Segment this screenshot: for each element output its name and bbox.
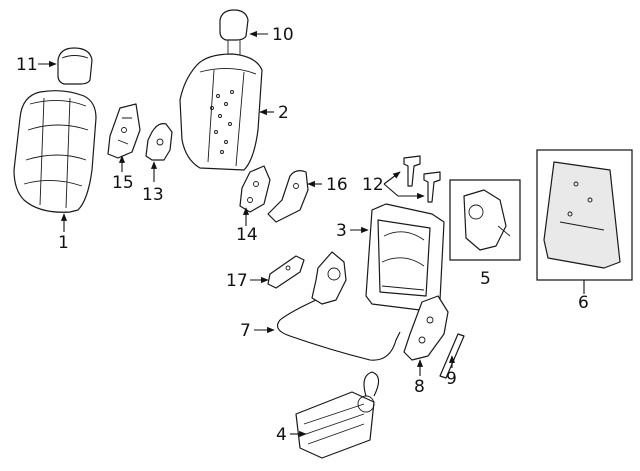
part-headrest-small[interactable] — [57, 47, 93, 85]
callout-9: 9 — [446, 355, 457, 389]
part-bracket-17[interactable] — [267, 255, 305, 289]
callout-7: 7 — [240, 321, 275, 341]
svg-text:1: 1 — [58, 233, 69, 253]
callout-2: 2 — [259, 103, 289, 123]
part-box-6[interactable] — [536, 149, 633, 281]
part-bracket-15[interactable] — [107, 103, 141, 159]
part-seat-back-pad[interactable] — [179, 53, 263, 171]
svg-text:7: 7 — [240, 321, 251, 341]
part-bracket-13[interactable] — [145, 123, 173, 161]
callout-15: 15 — [112, 155, 134, 193]
part-recliner-bracket[interactable] — [403, 295, 449, 361]
part-recliner-cable[interactable] — [277, 251, 401, 361]
svg-text:16: 16 — [326, 175, 348, 195]
callout-11: 11 — [16, 55, 57, 75]
svg-text:3: 3 — [336, 221, 347, 241]
callout-14: 14 — [236, 207, 258, 245]
part-seat-back-frame[interactable] — [365, 203, 445, 311]
svg-text:8: 8 — [414, 377, 425, 397]
part-bracket-16[interactable] — [267, 170, 309, 223]
svg-text:6: 6 — [578, 293, 589, 313]
svg-text:17: 17 — [226, 271, 248, 291]
part-bracket-14[interactable] — [239, 165, 271, 213]
callout-13: 13 — [142, 161, 164, 205]
callout-4: 4 — [276, 425, 307, 445]
svg-text:4: 4 — [276, 425, 287, 445]
callout-5: 5 — [480, 269, 491, 289]
svg-text:5: 5 — [480, 269, 491, 289]
svg-text:12: 12 — [362, 175, 384, 195]
svg-text:9: 9 — [446, 369, 457, 389]
svg-text:14: 14 — [236, 225, 258, 245]
callout-8: 8 — [414, 359, 425, 397]
part-box-5[interactable] — [449, 179, 521, 261]
svg-text:15: 15 — [112, 173, 134, 193]
svg-text:13: 13 — [142, 185, 164, 205]
part-headrest-top[interactable] — [219, 9, 249, 56]
part-guides-12[interactable] — [403, 155, 441, 203]
callout-1: 1 — [58, 213, 69, 253]
callout-16: 16 — [307, 175, 348, 195]
callout-6: 6 — [578, 280, 589, 313]
part-seat-back-cover[interactable] — [13, 90, 97, 213]
callout-12: 12 — [362, 171, 425, 200]
svg-text:10: 10 — [272, 25, 294, 45]
callout-10: 10 — [249, 25, 294, 45]
part-seat-adjuster[interactable] — [295, 371, 380, 459]
svg-text:2: 2 — [278, 103, 289, 123]
svg-text:11: 11 — [16, 55, 38, 75]
callout-3: 3 — [336, 221, 369, 241]
callout-17: 17 — [226, 271, 269, 291]
